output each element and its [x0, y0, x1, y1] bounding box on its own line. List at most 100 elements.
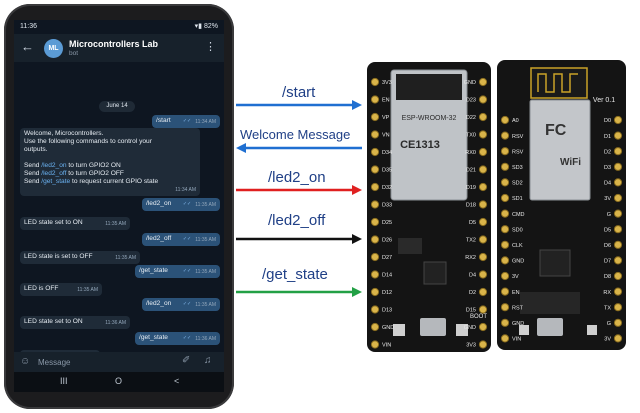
pin-label: RX [603, 290, 611, 296]
message-line: Send /led2_off to turn GPIO2 OFF [24, 170, 196, 178]
pin-label: D3 [604, 165, 611, 171]
pin-label: SD2 [512, 181, 523, 187]
pin-label: SD1 [512, 196, 523, 202]
pin-label: D32 [382, 185, 392, 191]
pin-header [478, 112, 488, 122]
pin-label: 3V [604, 196, 611, 202]
back-button[interactable]: < [174, 376, 180, 386]
received-message[interactable]: Welcome, Microcontrollers.Use the follow… [20, 128, 200, 196]
pin-label: RX0 [465, 150, 476, 156]
pin-label: D27 [382, 255, 392, 261]
message-text: LED state is set to OFF [24, 253, 93, 260]
command-link[interactable]: /led2_off [41, 170, 67, 177]
flash-button[interactable] [519, 325, 529, 335]
message-text: outputs. [24, 146, 48, 153]
pin-header [478, 77, 488, 87]
message-line: Welcome, Microcontrollers. [24, 130, 196, 138]
avatar[interactable]: ML [44, 39, 63, 58]
pin-header [613, 131, 623, 140]
pin-label: RX2 [465, 255, 476, 261]
pin-header [613, 318, 623, 327]
date-separator: June 14 [99, 101, 135, 112]
pin-header [500, 240, 510, 249]
pin-label: A0 [512, 118, 519, 124]
pin-header [500, 287, 510, 296]
pin-header [613, 256, 623, 265]
message-time: 11:35 AM [195, 269, 216, 275]
pin-label: D19 [466, 185, 476, 191]
pin-header [478, 305, 488, 314]
pin-label: GND [464, 325, 476, 331]
pin-header [613, 147, 623, 156]
paperclip-icon[interactable]: ✐ [182, 355, 191, 366]
home-button[interactable]: O [115, 376, 123, 386]
read-check-icon: ✓✓ [182, 201, 192, 207]
read-check-icon: ✓✓ [182, 335, 192, 341]
pin-header [370, 95, 380, 104]
pin-header [500, 334, 510, 343]
pin-label: D25 [382, 220, 392, 226]
message-input[interactable] [38, 356, 168, 368]
fcc-logo: FC [545, 122, 567, 139]
microphone-icon[interactable]: ♫ [204, 355, 212, 366]
message-text: Send [24, 170, 42, 177]
arrow-label: /led2_on [268, 169, 326, 186]
pin-header [500, 209, 510, 218]
pin-header [478, 340, 488, 349]
pin-header [370, 217, 380, 227]
boot-button[interactable] [456, 324, 468, 336]
pin-label: EN [512, 290, 520, 296]
read-check-icon: ✓✓ [182, 268, 192, 274]
pin-header [613, 209, 623, 218]
message-text: to turn GPIO2 ON [66, 162, 121, 169]
arrow-label: /led2_off [268, 212, 326, 229]
pin-header [613, 271, 623, 281]
sent-message[interactable]: /get_state 11:35 AM ✓✓ [135, 265, 220, 278]
status-time: 11:36 [20, 23, 37, 30]
pin-label: D12 [382, 290, 392, 296]
command-link[interactable]: /get_state [41, 178, 71, 185]
message-text: /get_state [139, 267, 168, 274]
recent-apps-button[interactable]: III [60, 376, 68, 386]
pin-label: 3V [512, 274, 519, 280]
message-time: 11:35 AM [77, 287, 98, 293]
en-button[interactable] [393, 324, 405, 336]
pin-label: D4 [604, 181, 611, 187]
pin-header [478, 252, 488, 262]
reset-button[interactable] [587, 325, 597, 335]
emoji-icon[interactable]: ☺ [20, 356, 31, 367]
pin-header [478, 182, 488, 192]
chat-title[interactable]: Microcontrollers Lab [69, 39, 159, 49]
pin-header [370, 322, 380, 332]
pin-label: D6 [604, 243, 611, 249]
esp32-board: ESP-WROOM-32 CE1313 BOOT 3V3ENVPVND34D35… [367, 62, 491, 352]
pin-label: D34 [382, 150, 392, 156]
message-time: 11:36 AM [195, 336, 216, 342]
pin-label: D33 [382, 203, 392, 209]
pin-label: VIN [382, 343, 391, 349]
message-text: /led2_on [146, 200, 172, 207]
message-text: Welcome, Microcontrollers. [24, 130, 104, 137]
pin-header [478, 200, 488, 209]
back-arrow-icon[interactable]: ← [21, 39, 34, 54]
pin-label: D1 [604, 134, 611, 140]
message-text: to turn GPIO2 OFF [66, 170, 124, 177]
more-options-icon[interactable]: ⋮ [205, 41, 216, 53]
read-check-icon: ✓✓ [182, 301, 192, 307]
pin-header [370, 200, 380, 209]
pin-label: RST [512, 305, 524, 311]
pin-label: D15 [466, 308, 476, 314]
board-version: Ver 0.1 [593, 97, 615, 104]
usb-port [420, 318, 446, 336]
command-link[interactable]: /led2_on [41, 162, 67, 169]
